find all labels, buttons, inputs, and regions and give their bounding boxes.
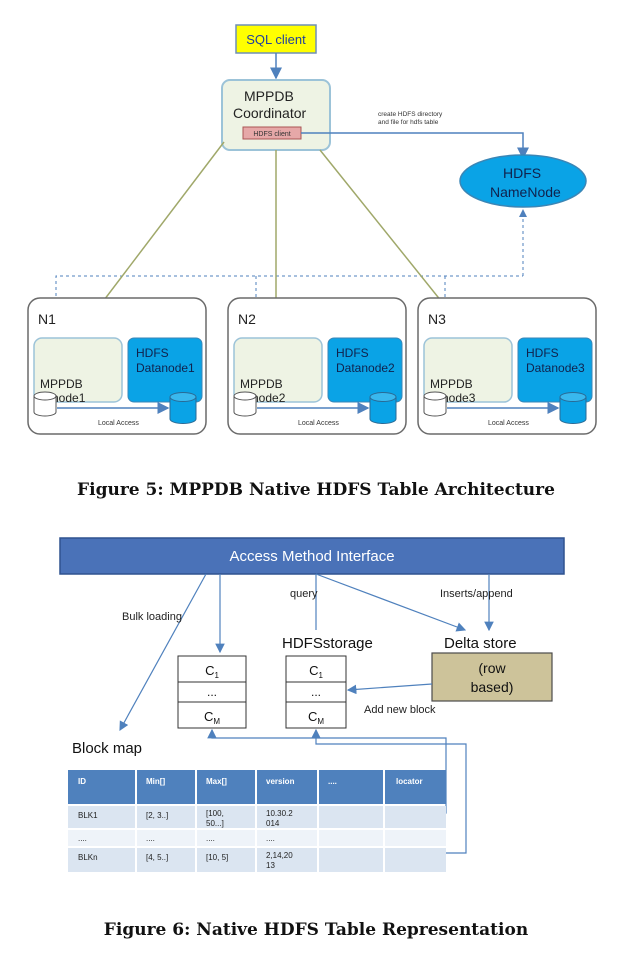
create-dir-note-1: create HDFS directory <box>378 111 443 118</box>
mppdb-label: MPPDB <box>40 377 83 391</box>
cell-line: [100, <box>206 809 224 818</box>
table-cell: [4, 5..] <box>146 853 168 862</box>
coordinator-label-2: Coordinator <box>233 105 306 121</box>
bulk-loading-arrow <box>119 573 207 732</box>
mppdb-node-box <box>423 337 513 403</box>
local-db-icon <box>233 391 257 417</box>
sql-client-box <box>235 24 317 54</box>
hdfs-client-label: HDFS client <box>253 131 290 138</box>
hdfs-db-icon <box>369 392 397 424</box>
table-header-id: ID <box>78 777 86 786</box>
column-cm: CM <box>204 709 220 726</box>
node-n2: N2 MPPDB node2 HDFS Datanode2 Local Acce… <box>227 297 407 435</box>
hdfs-label: HDFS <box>526 346 559 360</box>
mppdb-label: MPPDB <box>240 377 283 391</box>
column-dots: ... <box>311 685 321 699</box>
access-method-label: Access Method Interface <box>229 548 394 565</box>
node-n3: N3 MPPDB node3 HDFS Datanode3 Local Acce… <box>417 297 597 435</box>
table-cell: .... <box>266 834 275 843</box>
block-map-table: ID Min[] Max[] version .... locator BLK1… <box>68 770 446 872</box>
inserts-label: Inserts/append <box>440 588 513 600</box>
local-access-label: Local Access <box>98 420 139 427</box>
query-to-delta-arrow <box>315 573 467 632</box>
table-cell: [10, 5] <box>206 853 228 862</box>
column-c1: C1 <box>205 663 219 680</box>
sql-client-label: SQL client <box>246 32 306 47</box>
hdfs-db-icon <box>559 392 587 424</box>
coordinator-label-1: MPPDB <box>244 88 294 104</box>
cell-line: 10.30.2 <box>266 809 293 818</box>
namenode-label-1: HDFS <box>503 165 541 181</box>
delta-store-label: Delta store <box>444 635 517 652</box>
hdfs-db-icon <box>169 392 197 424</box>
column-block-2: C1 ... CM <box>285 655 347 729</box>
hdfs-label: HDFS <box>136 346 169 360</box>
namenode-label-2: NameNode <box>490 184 561 200</box>
coordinator-to-namenode-arrow <box>301 132 529 160</box>
create-dir-note-2: and file for hdfs table <box>378 119 439 126</box>
column-dots: ... <box>207 685 217 699</box>
table-cell: BLKn <box>78 853 98 862</box>
figure-6-diagram: Access Method Interface Bulk loading que… <box>59 537 565 872</box>
local-access-label: Local Access <box>488 420 529 427</box>
bulk-loading-label: Bulk loading <box>122 611 182 623</box>
table-cell: [2, 3..] <box>146 811 168 820</box>
mppdb-node-label: node2 <box>252 391 286 405</box>
column-cm: CM <box>308 709 324 726</box>
hdfs-namenode <box>459 154 587 208</box>
add-new-block-label: Add new block <box>364 704 436 716</box>
node-label: N1 <box>38 311 56 327</box>
delta-based-label: based) <box>471 679 514 695</box>
delta-store-box <box>431 652 553 702</box>
locator-to-cm-arrow <box>311 728 467 854</box>
table-header-version: version <box>266 777 295 786</box>
datanode-label: Datanode3 <box>526 361 585 375</box>
table-header-dots: .... <box>328 777 337 786</box>
table-header-locator: locator <box>396 777 423 786</box>
column-block-1: C1 ... CM <box>177 655 247 729</box>
column-c1: C1 <box>309 663 323 680</box>
hdfs-storage-label: HDFSstorage <box>282 635 373 652</box>
figure-5-caption: Figure 5: MPPDB Native HDFS Table Archit… <box>77 480 555 500</box>
add-new-block-arrow <box>346 683 433 695</box>
local-db-icon <box>33 391 57 417</box>
table-cell: [100,50...] <box>206 809 224 828</box>
cell-line: 2,14,20 <box>266 851 293 860</box>
local-access-label: Local Access <box>298 420 339 427</box>
block-map-label: Block map <box>72 740 142 757</box>
mppdb-node-label: node1 <box>52 391 86 405</box>
mppdb-node-box <box>33 337 123 403</box>
table-header-min: Min[] <box>146 777 165 786</box>
node-label: N2 <box>238 311 256 327</box>
table-header-max: Max[] <box>206 777 227 786</box>
cell-line: 50...] <box>206 819 224 828</box>
mppdb-node-box <box>233 337 323 403</box>
mppdb-node-label: node3 <box>442 391 476 405</box>
figure-6-caption: Figure 6: Native HDFS Table Representati… <box>103 920 529 940</box>
delta-row-label: (row <box>478 660 506 676</box>
datanode-label: Datanode1 <box>136 361 195 375</box>
mppdb-label: MPPDB <box>430 377 473 391</box>
table-cell: .... <box>78 834 87 843</box>
query-label: query <box>290 588 318 600</box>
local-db-icon <box>423 391 447 417</box>
table-cell: .... <box>146 834 155 843</box>
datanode-label: Datanode2 <box>336 361 395 375</box>
table-cell: BLK1 <box>78 811 98 820</box>
node-n1: N1 MPPDB node1 HDFS Datanode1 Local Acce… <box>27 297 207 435</box>
hdfs-label: HDFS <box>336 346 369 360</box>
access-method-interface-bar <box>59 537 565 575</box>
node-label: N3 <box>428 311 446 327</box>
cell-line: 014 <box>266 819 280 828</box>
cell-line: 13 <box>266 861 275 870</box>
table-cell: .... <box>206 834 215 843</box>
figure-5-diagram: SQL client MPPDB Coordinator HDFS client… <box>27 24 597 435</box>
